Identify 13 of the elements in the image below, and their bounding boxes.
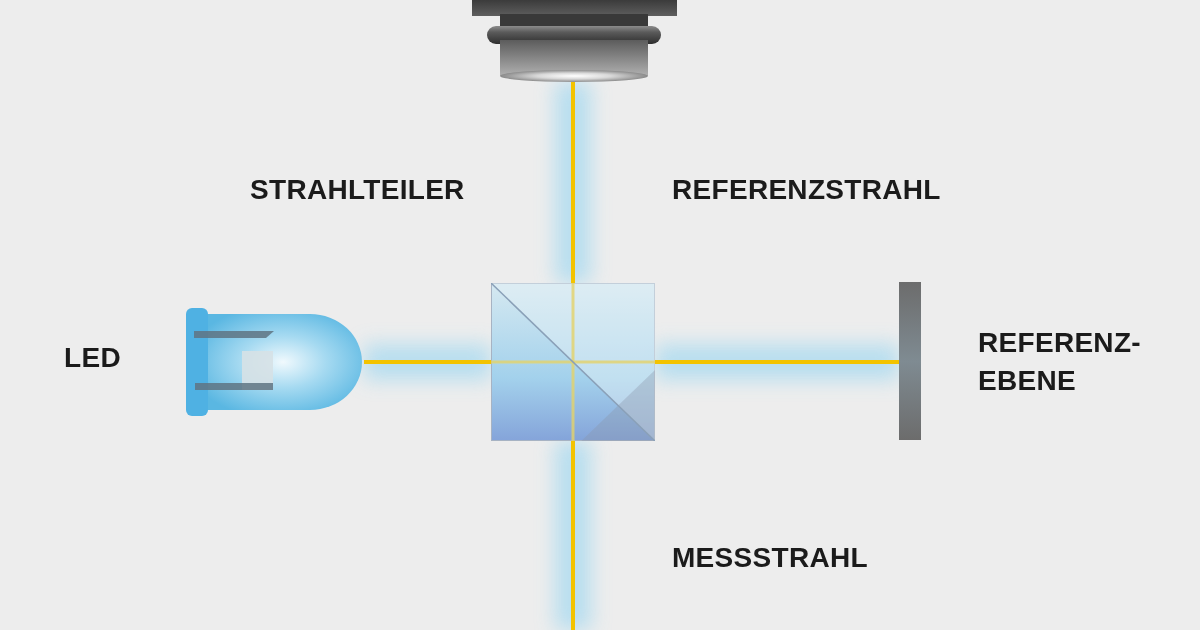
light-beam: [364, 360, 491, 364]
light-beam: [655, 360, 899, 364]
component-label: STRAHLTEILER: [250, 173, 465, 207]
mirror-plate: [899, 282, 921, 440]
light-beam: [571, 441, 575, 630]
component-label: REFERENZ- EBENE: [978, 326, 1142, 398]
objective-lens: [472, 0, 677, 82]
beam-label: REFERENZSTRAHL: [672, 173, 941, 207]
led-lamp: [186, 308, 364, 416]
component-label: LED: [64, 341, 121, 375]
beam-label: MESSSTRAHL: [672, 541, 868, 575]
light-beam: [571, 82, 575, 283]
beam-splitter-cube: [491, 283, 655, 441]
